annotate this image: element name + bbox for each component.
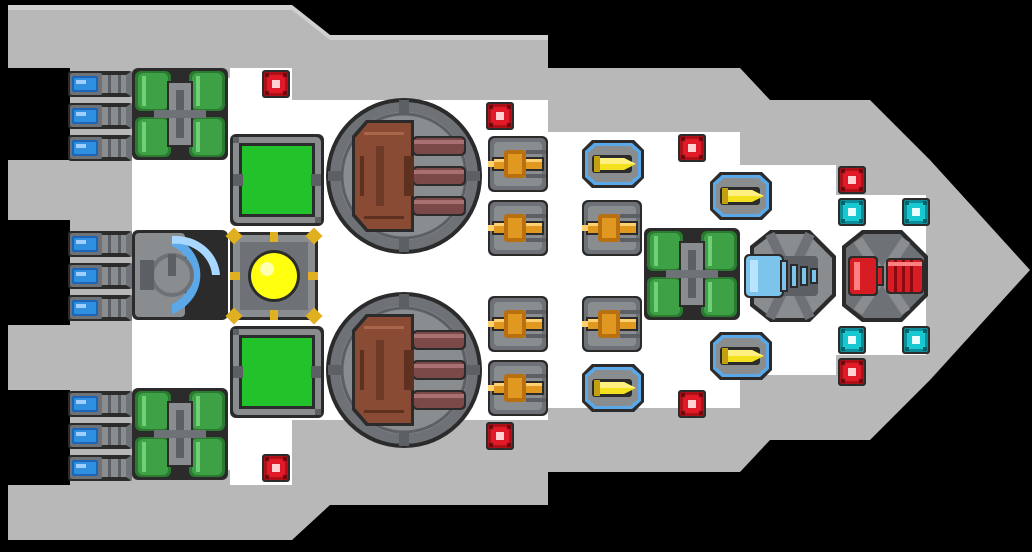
red-block-icon[interactable] [678,134,706,162]
autocannon-icon[interactable] [488,136,548,192]
thruster-icon[interactable] [68,423,132,449]
thruster-icon[interactable] [68,391,132,417]
autocannon-icon[interactable] [488,200,548,256]
cyan-block-icon[interactable] [902,326,930,354]
thruster-icon[interactable] [68,71,132,97]
autocannon-icon[interactable] [488,360,548,416]
red-block-icon[interactable] [486,102,514,130]
red-block-icon[interactable] [486,422,514,450]
thruster-group [68,71,132,481]
hull-notches [0,160,8,390]
cyan-block-icon[interactable] [838,198,866,226]
thruster-icon[interactable] [68,135,132,161]
thruster-icon[interactable] [68,103,132,129]
autocannon-icon[interactable] [582,200,642,256]
fuel-tank-icon[interactable] [643,227,741,321]
shield-generator-icon[interactable] [131,229,229,321]
fuel-tank-icon[interactable] [131,387,229,481]
red-block-icon[interactable] [262,454,290,482]
heavy-turret-icon[interactable] [324,96,484,256]
red-block-icon[interactable] [838,358,866,386]
autocannon-icon[interactable] [582,296,642,352]
red-block-icon[interactable] [838,166,866,194]
thruster-icon[interactable] [68,263,132,289]
thruster-icon[interactable] [68,455,132,481]
power-panel-icon[interactable] [230,134,324,226]
thruster-icon[interactable] [68,231,132,257]
red-block-icon[interactable] [262,70,290,98]
reactor-core-icon[interactable] [225,227,323,325]
missile-pod-icon[interactable] [582,364,644,412]
autocannon-icon[interactable] [488,296,548,352]
cyan-block-icon[interactable] [838,326,866,354]
missile-pod-icon[interactable] [710,172,772,220]
missile-pod-icon[interactable] [710,332,772,380]
heavy-turret-icon[interactable] [324,290,484,450]
ion-laser-icon[interactable] [744,230,836,322]
plasma-laser-icon[interactable] [842,230,928,322]
red-block-icon[interactable] [678,390,706,418]
missile-pod-icon[interactable] [582,140,644,188]
thruster-icon[interactable] [68,295,132,321]
fuel-tank-icon[interactable] [131,67,229,161]
cyan-block-icon[interactable] [902,198,930,226]
power-panel-icon[interactable] [230,326,324,418]
